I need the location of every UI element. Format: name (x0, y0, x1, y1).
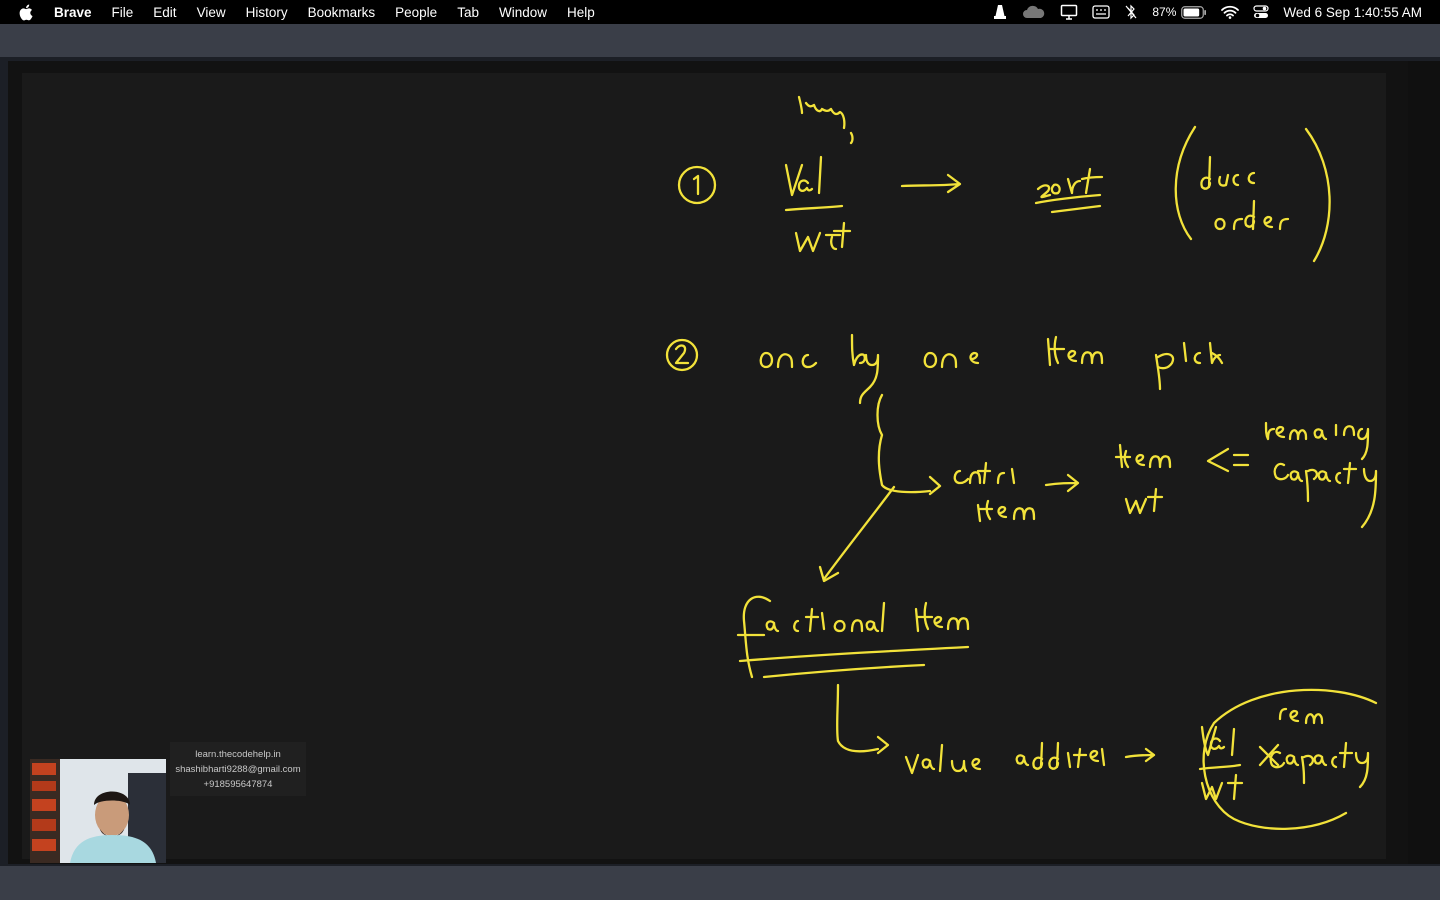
arrow-3 (1124, 747, 1156, 763)
battery-icon[interactable] (1181, 5, 1207, 19)
fraction-line-2 (1198, 763, 1242, 771)
menu-app-name[interactable]: Brave (54, 4, 92, 20)
menu-history[interactable]: History (245, 4, 288, 20)
menu-bar-status: 87% Wed 6 Sep 1:40:55 AM (978, 0, 1422, 24)
menu-file[interactable]: File (111, 4, 134, 20)
item-text-2 (976, 499, 1036, 523)
arrow-fractional (818, 485, 896, 583)
arrow-1 (900, 173, 962, 194)
formula-ellipse (1202, 688, 1378, 830)
cloud-icon[interactable] (1022, 5, 1046, 19)
bluetooth-off-icon[interactable] (1124, 4, 1138, 20)
one-text-1 (759, 351, 818, 369)
branch-entire (876, 393, 942, 496)
paren-close (1304, 127, 1331, 263)
window-edge (1408, 61, 1440, 864)
multiply-sign (1258, 743, 1280, 767)
bottom-strip (0, 866, 1440, 900)
menu-bar: Brave File Edit View History Bookmarks P… (0, 0, 1440, 24)
step-1-marker (677, 165, 717, 205)
menu-help[interactable]: Help (566, 4, 595, 20)
keyboard-icon[interactable] (1092, 5, 1111, 19)
video-player[interactable]: learn.thecodehelp.in shashibharti9288@gm… (8, 61, 1408, 864)
whiteboard: learn.thecodehelp.in shashibharti9288@gm… (22, 73, 1386, 863)
wt-text-3 (1200, 773, 1244, 801)
menu-bar-left: Brave File Edit View History Bookmarks P… (18, 0, 615, 24)
fraction-line (784, 204, 844, 212)
menu-people[interactable]: People (395, 4, 438, 20)
menu-bookmarks[interactable]: Bookmarks (307, 4, 376, 20)
step-2-marker (665, 338, 699, 372)
arrow-2 (1044, 473, 1080, 493)
browser-toolbar-strip (0, 24, 1440, 57)
less-equal-sign (1206, 447, 1250, 473)
battery-percent: 87% (1152, 5, 1177, 19)
remaining-text (1264, 421, 1370, 461)
menu-bar-clock[interactable]: Wed 6 Sep 1:40:55 AM (1283, 4, 1422, 20)
sort-text (1036, 167, 1104, 199)
contact-email: shashibharti9288@gmail.com (175, 763, 301, 775)
capacity-text (1273, 461, 1378, 529)
wifi-icon[interactable] (1221, 5, 1240, 19)
step-1-number (692, 174, 700, 196)
menu-tab[interactable]: Tab (457, 4, 479, 20)
item-text-3 (1114, 443, 1172, 469)
menu-window[interactable]: Window (498, 4, 547, 20)
value-text (904, 743, 982, 775)
menu-edit[interactable]: Edit (153, 4, 177, 20)
presenter-image (30, 759, 166, 863)
pick-text (1154, 341, 1224, 391)
wt-text (794, 221, 852, 253)
presenter-webcam (30, 759, 166, 863)
by-text (850, 333, 880, 405)
note-items (797, 95, 854, 145)
fractional-underline (738, 645, 970, 679)
capacity-text-2 (1269, 741, 1370, 789)
one-text-2 (923, 351, 980, 369)
item-text (1046, 335, 1104, 367)
whiteboard-ink (665, 95, 1378, 830)
branch-value (835, 683, 890, 755)
fractional-text (736, 595, 886, 679)
contact-website: learn.thecodehelp.in (195, 748, 281, 760)
contact-phone: +918595647874 (203, 778, 273, 790)
control-center-icon[interactable] (1253, 5, 1270, 19)
menu-view[interactable]: View (196, 4, 226, 20)
order-text (1214, 199, 1290, 231)
apple-logo-icon[interactable] (18, 4, 34, 20)
val-text (784, 155, 823, 197)
wt-text-2 (1124, 487, 1164, 515)
desc-text (1200, 155, 1256, 190)
item-text-4 (914, 601, 970, 633)
vlc-icon[interactable] (992, 4, 1008, 20)
contact-card: learn.thecodehelp.in shashibharti9288@gm… (170, 742, 306, 796)
entire-text (953, 461, 1016, 485)
addition-text (1015, 741, 1106, 770)
paren-open (1174, 125, 1197, 241)
rem-text (1278, 707, 1324, 725)
display-icon[interactable] (1060, 4, 1078, 20)
step-2-number (674, 344, 690, 365)
sort-underline (1034, 193, 1102, 214)
